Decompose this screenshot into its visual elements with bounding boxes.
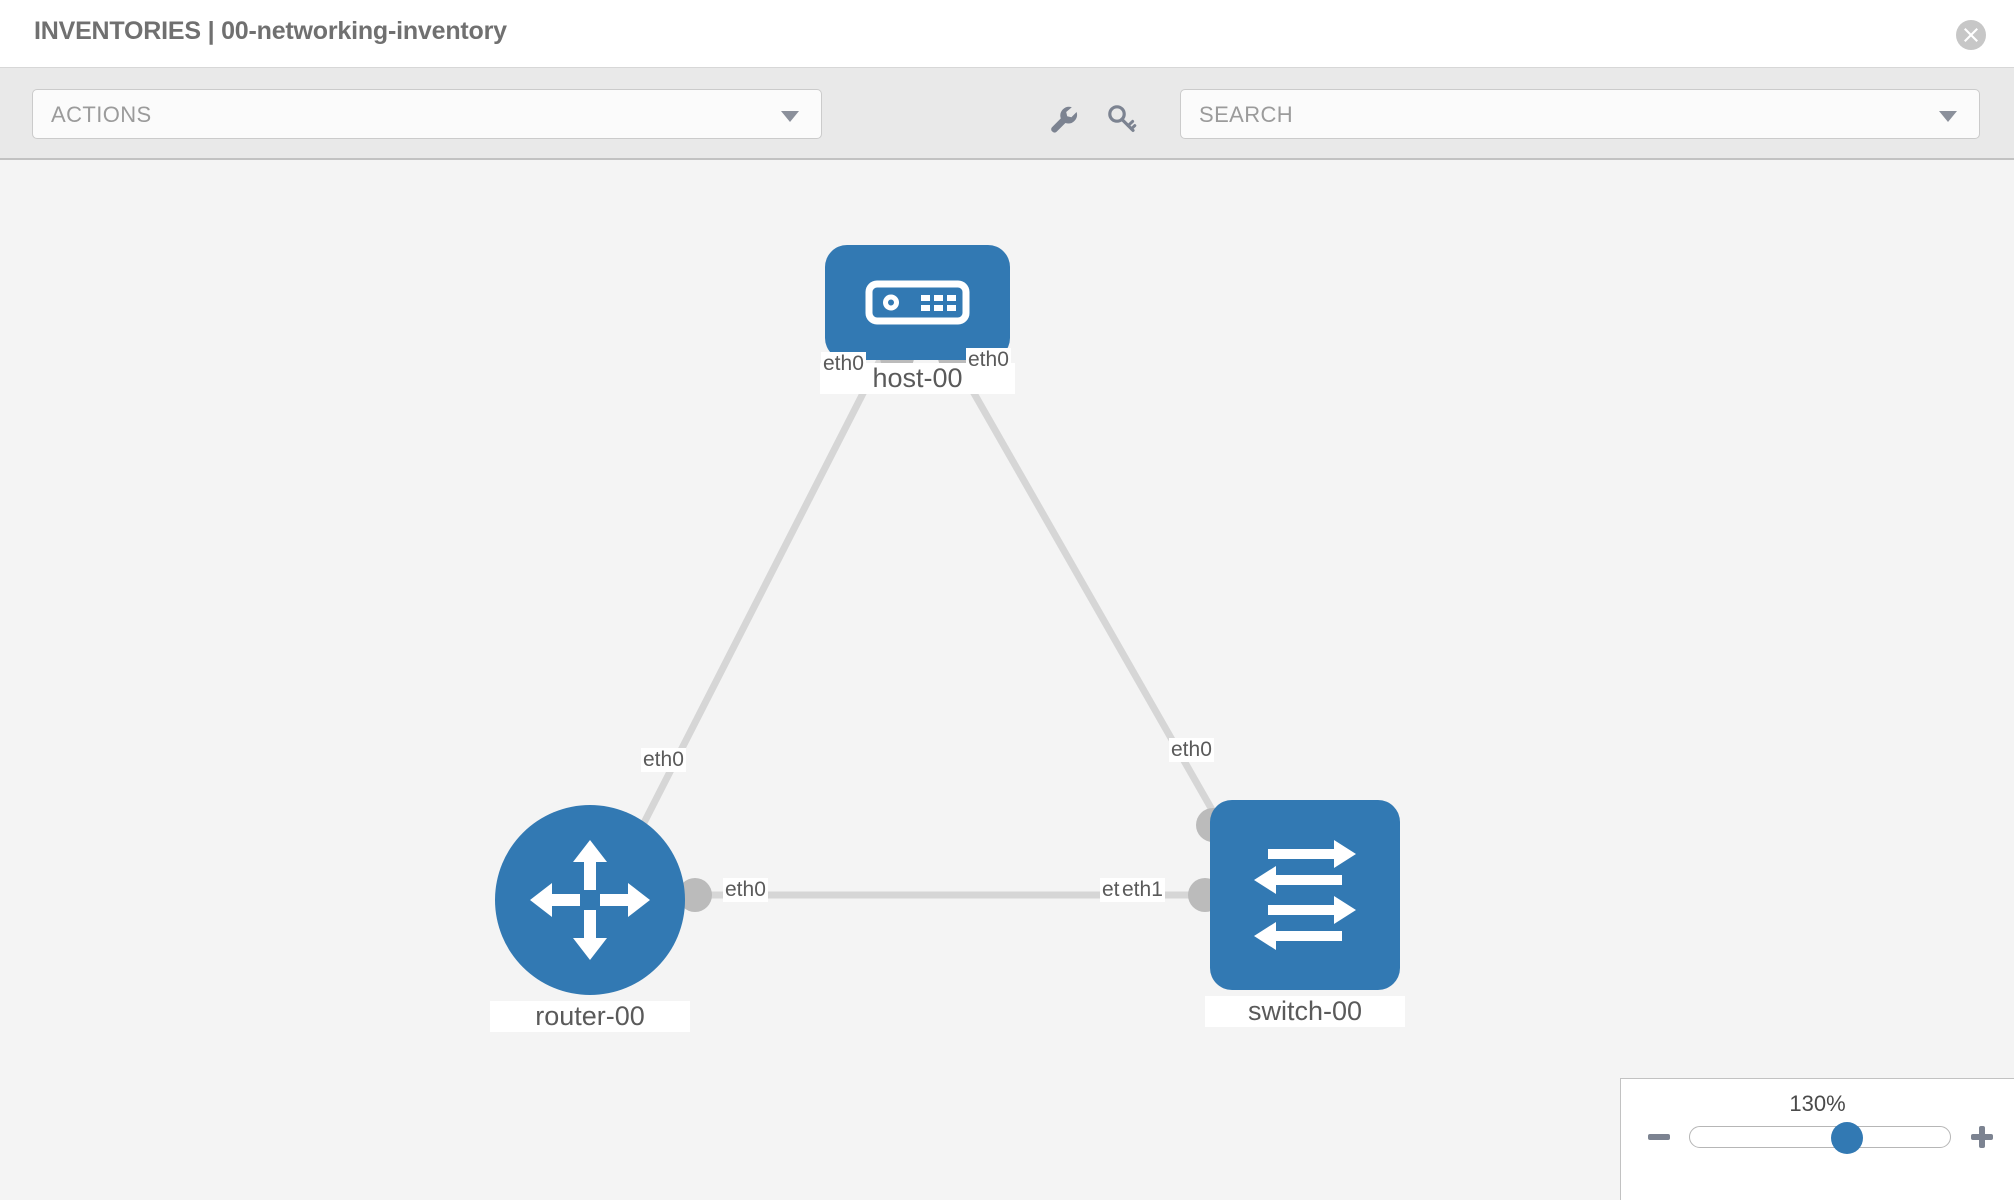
- host-node-shape[interactable]: [825, 245, 1010, 360]
- iface-label-router-switch: eth0: [723, 878, 768, 902]
- router-arrows-icon: [530, 840, 650, 960]
- switch-arrows-icon: [1254, 840, 1356, 950]
- page-header: INVENTORIES | 00-networking-inventory: [0, 0, 2014, 68]
- plus-icon[interactable]: [1968, 1123, 1996, 1151]
- actions-dropdown-label: ACTIONS: [51, 102, 152, 127]
- topology-canvas[interactable]: host-00 router-00: [0, 160, 2014, 1200]
- zoom-control-panel: 130%: [1620, 1078, 2014, 1200]
- key-icon[interactable]: [1104, 102, 1138, 136]
- minus-icon[interactable]: [1645, 1123, 1673, 1151]
- chevron-down-icon[interactable]: [1939, 111, 1957, 122]
- search-placeholder: SEARCH: [1199, 102, 1294, 127]
- zoom-level-value: 130%: [1789, 1091, 1846, 1116]
- node-router-00[interactable]: router-00: [490, 805, 690, 1055]
- router-node-shape[interactable]: [495, 805, 685, 995]
- toolbar: ACTIONS SEARCH: [0, 68, 2014, 160]
- search-input[interactable]: SEARCH: [1180, 89, 1980, 139]
- link-host-router[interactable]: [621, 358, 884, 862]
- node-host-00[interactable]: host-00: [820, 245, 1015, 445]
- link-host-switch[interactable]: [951, 358, 1239, 852]
- actions-dropdown[interactable]: ACTIONS: [32, 89, 822, 139]
- iface-label-host-switch: eth0: [966, 348, 1011, 372]
- chevron-down-icon: [781, 111, 799, 122]
- iface-label-switch-host: eth0: [1169, 738, 1214, 762]
- close-icon[interactable]: [1956, 20, 1986, 50]
- page-title: INVENTORIES | 00-networking-inventory: [34, 17, 507, 45]
- wrench-icon[interactable]: [1046, 102, 1080, 136]
- server-icon: [865, 280, 970, 325]
- node-label-router-00: router-00: [490, 1001, 690, 1032]
- iface-label-switch-router-eth1: eth1: [1120, 878, 1165, 902]
- node-switch-00[interactable]: switch-00: [1205, 800, 1405, 1050]
- node-label-switch-00: switch-00: [1205, 996, 1405, 1027]
- switch-node-shape[interactable]: [1210, 800, 1400, 990]
- zoom-slider[interactable]: [1689, 1122, 1951, 1154]
- iface-label-host-router: eth0: [821, 352, 866, 376]
- zoom-slider-thumb[interactable]: [1831, 1122, 1864, 1154]
- iface-label-router-host: eth0: [641, 748, 686, 772]
